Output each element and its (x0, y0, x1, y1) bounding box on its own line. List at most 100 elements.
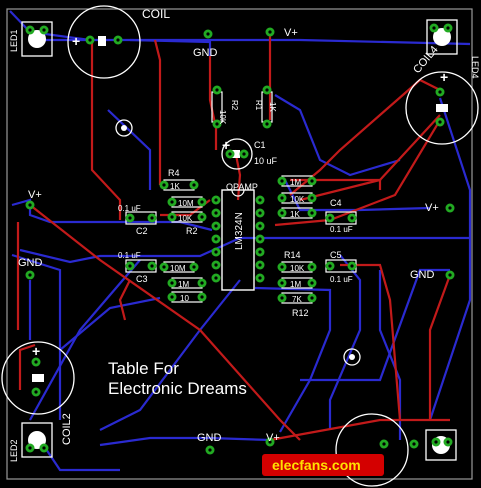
pad-drill-hole (328, 264, 332, 268)
c3-value: 0.1 uF (118, 251, 141, 260)
r12-label: R12 (292, 308, 309, 318)
pad-drill-hole (258, 276, 262, 280)
pad-drill-hole (116, 38, 120, 42)
coil-body (98, 36, 106, 46)
watermark: elecfans.com (262, 454, 384, 476)
c1-body (232, 150, 240, 158)
board-title-line-2: Electronic Dreams (108, 379, 247, 398)
r-10m-left-value: 10M (178, 199, 194, 208)
pad-drill-hole (215, 122, 219, 126)
pads-layer (25, 23, 455, 455)
r-10m-low-left-value: 10M (170, 264, 186, 273)
r-1m-low-right-value: 1M (290, 280, 301, 289)
pad-drill-hole (280, 265, 284, 269)
c2-label: C2 (136, 226, 148, 236)
led4-outline (426, 19, 458, 55)
pad-drill-hole (34, 390, 38, 394)
c4-value: 0.1 uF (330, 225, 353, 234)
watermark-text: elecfans.com (272, 457, 361, 473)
pad-drill-hole (200, 295, 204, 299)
coil-circles (1, 5, 479, 487)
pad-drill-hole (448, 206, 452, 210)
coil-capacitor-outline (67, 5, 141, 79)
pad-drill-hole (28, 28, 32, 32)
pad-drill-hole (28, 273, 32, 277)
pad-drill-hole (192, 183, 196, 187)
pad-drill-hole (162, 183, 166, 187)
pad-drill-hole (258, 263, 262, 267)
pad-drill-hole (88, 38, 92, 42)
pad-drill-hole (258, 198, 262, 202)
r2-label: R2 (186, 226, 198, 236)
pad-drill-hole (200, 215, 204, 219)
pad-drill-hole (170, 295, 174, 299)
silkscreen-labels: COIL LED1 LED4 COIL4 GND V+ V+ GND V+ GN… (9, 7, 480, 462)
ic-label: LM324N (234, 212, 245, 250)
gnd-left-label: GND (18, 257, 43, 269)
r2-value: 10K (178, 214, 193, 223)
pad-drill-hole (412, 442, 416, 446)
pad-drill-hole (258, 250, 262, 254)
c1-label: C1 (254, 140, 266, 150)
led1-body (28, 30, 46, 48)
gnd-right-label: GND (410, 269, 435, 281)
c3-label: C3 (136, 274, 148, 284)
mounting-holes (115, 119, 361, 366)
opamp-ic-body (221, 189, 255, 291)
led4-label: LED4 (470, 56, 480, 79)
led1-label: LED1 (9, 29, 19, 52)
pad-drill-hole (42, 28, 46, 32)
pad-drill-hole (214, 198, 218, 202)
pad-drill-hole (150, 216, 154, 220)
gnd-top-label: GND (193, 47, 218, 59)
pad-drill-hole (170, 215, 174, 219)
coil3-capacitor-outline (335, 413, 409, 487)
pad-drill-hole (128, 216, 132, 220)
pad-drill-hole (258, 237, 262, 241)
pad-drill-hole (268, 30, 272, 34)
board-outline (6, 8, 473, 480)
r-10k-right-value: 10K (290, 195, 305, 204)
c5-label: C5 (330, 250, 342, 260)
r2-vertical-value: 10K (218, 110, 227, 125)
pad-drill-hole (214, 276, 218, 280)
pad-drill-hole (310, 196, 314, 200)
pad-drill-hole (328, 216, 332, 220)
pad-drill-hole (200, 200, 204, 204)
mounting-hole-bottom (343, 348, 361, 366)
c1-value: 10 uF (254, 156, 278, 166)
pad-drill-hole (192, 265, 196, 269)
c4-label: C4 (330, 198, 342, 208)
c1-capacitor-outline (221, 138, 253, 170)
pad-drill-hole (280, 296, 284, 300)
pad-drill-hole (150, 264, 154, 268)
pad-drill-hole (162, 265, 166, 269)
r-1m-right-value: 1M (290, 178, 301, 187)
coil-bodies (32, 36, 448, 382)
svg-text:+: + (440, 69, 448, 85)
top-layer-traces (16, 32, 452, 442)
c5-value: 0.1 uF (330, 275, 353, 284)
led3-outline (425, 429, 457, 461)
pad-drill-hole (128, 264, 132, 268)
pad-drill-hole (448, 273, 452, 277)
pad-drill-hole (310, 211, 314, 215)
coil4-capacitor-outline (405, 71, 479, 145)
pad-drill-hole (265, 88, 269, 92)
pad-drill-hole (268, 440, 272, 444)
svg-text:+: + (222, 137, 230, 153)
gnd-bottom-label: GND (197, 432, 222, 444)
r-10-low-left-value: 10 (180, 294, 189, 303)
r-7k-value: 7K (292, 295, 302, 304)
pad-drill-hole (214, 211, 218, 215)
vplus-top-label: V+ (284, 27, 298, 39)
pad-drill-hole (208, 448, 212, 452)
board-title-line-1: Table For (108, 359, 179, 378)
c2-value: 0.1 uF (118, 204, 141, 213)
pad-drill-hole (228, 152, 232, 156)
coil2-body (32, 374, 44, 382)
pad-drill-hole (310, 265, 314, 269)
pad-drill-hole (258, 224, 262, 228)
